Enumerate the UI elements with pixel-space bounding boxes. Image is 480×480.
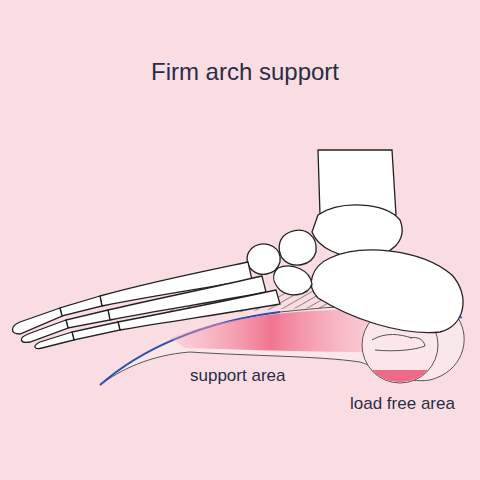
cuneiform	[247, 244, 280, 274]
foot-bones	[13, 150, 464, 349]
area-label: support area	[190, 366, 285, 386]
diagram-title: Firm arch support	[151, 58, 339, 87]
navicular	[279, 230, 316, 265]
load-free-area	[372, 370, 428, 382]
phalanx	[35, 332, 74, 349]
metatarsal	[118, 290, 280, 330]
talus	[312, 205, 402, 258]
calcaneus	[311, 250, 463, 332]
heel-sketch	[372, 335, 425, 351]
cuboid	[274, 266, 312, 295]
phalanx	[72, 322, 120, 340]
area-label: load free area	[350, 394, 455, 414]
